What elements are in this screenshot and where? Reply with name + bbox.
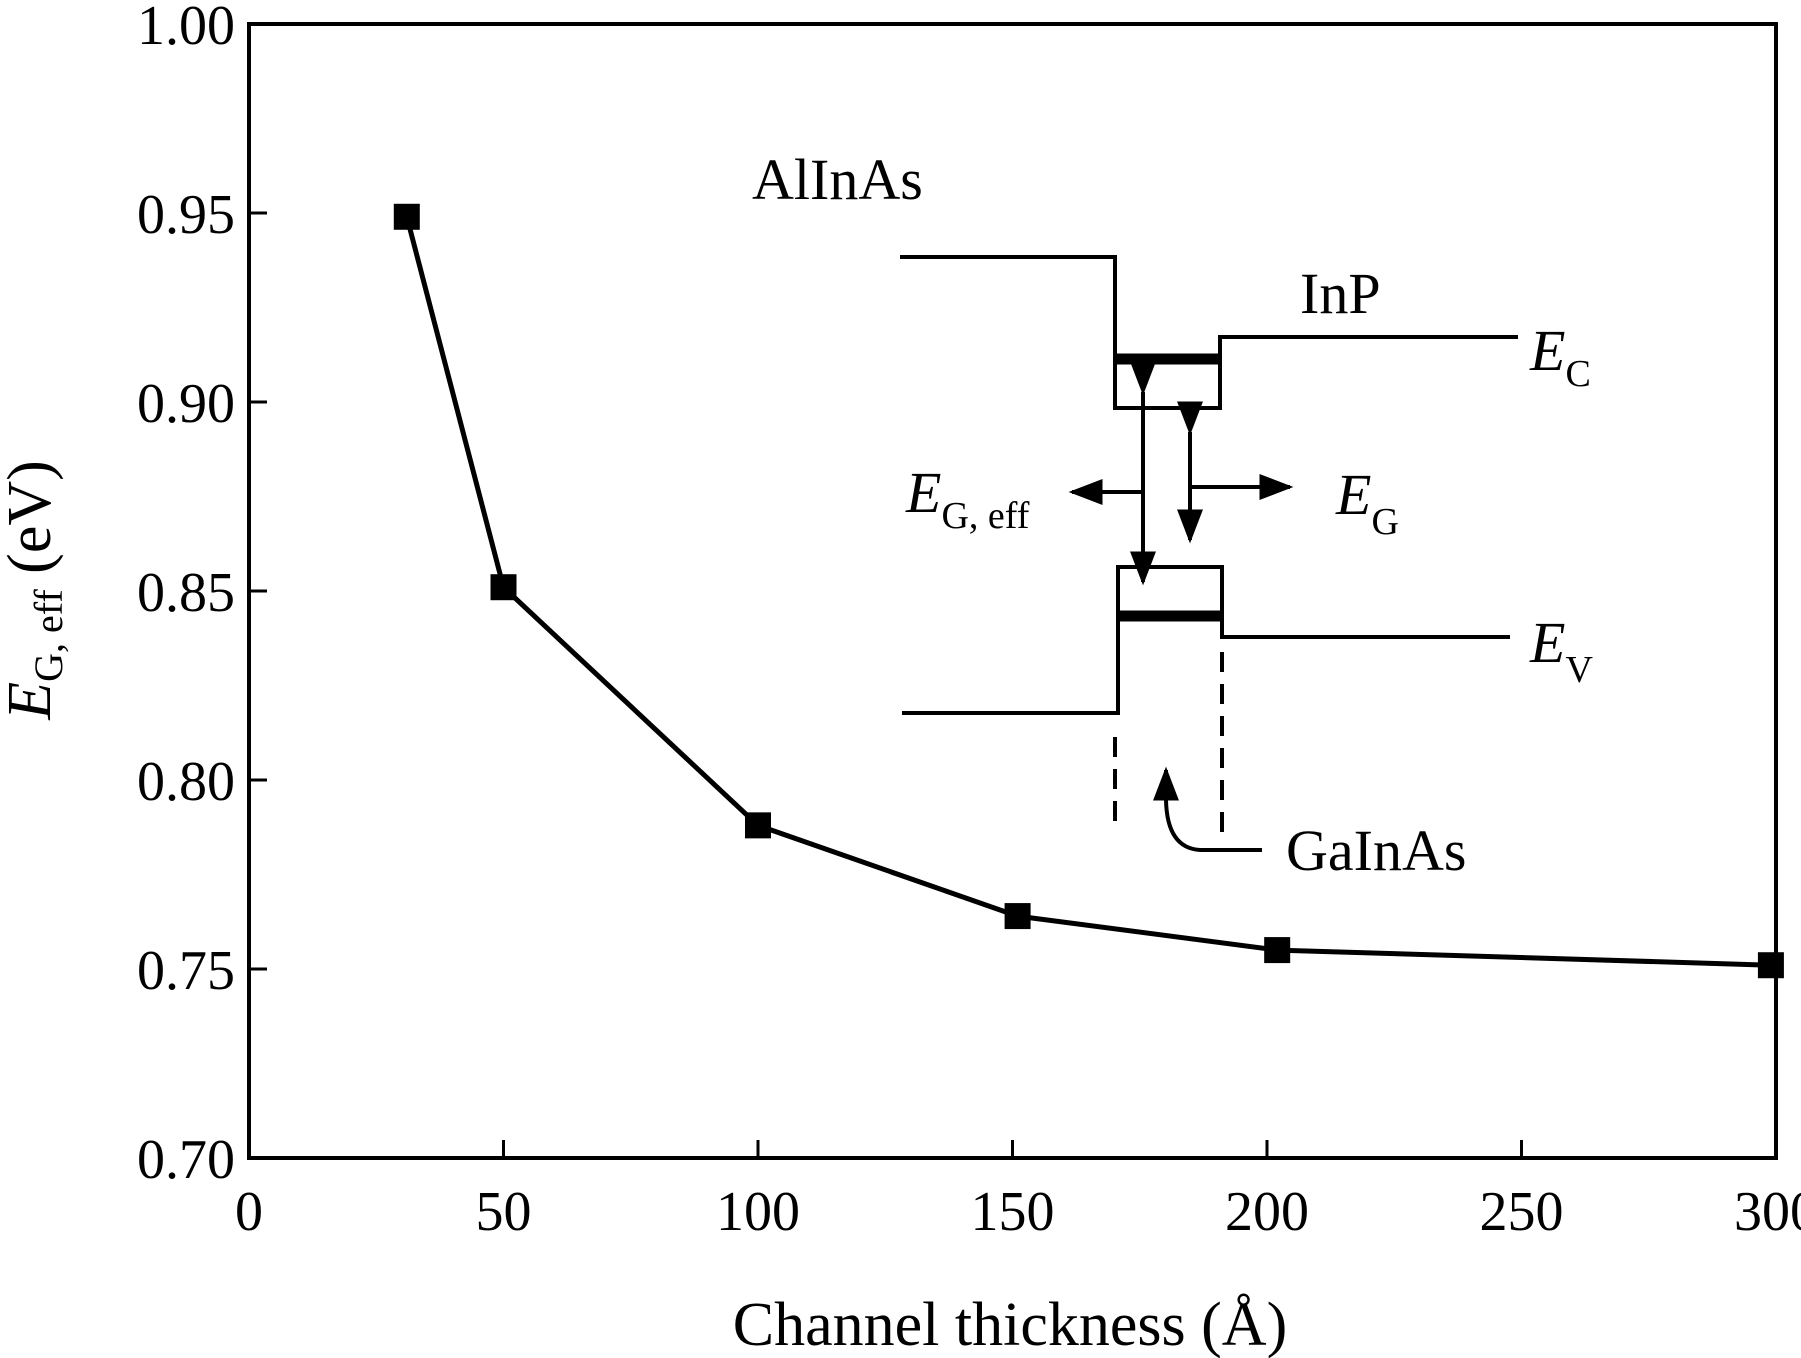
y-tick-label-6: 1.00	[137, 0, 235, 57]
y-axis-label-unit: (eV)	[0, 460, 64, 589]
eg-label-sub: G	[1371, 501, 1398, 543]
allinas-label: AlInAs	[752, 147, 923, 212]
plot-frame	[247, 22, 1778, 1160]
y-tick-label-1: 0.75	[137, 940, 235, 1002]
data-point-0-2	[745, 812, 771, 839]
ec-label: EC	[1529, 318, 1591, 395]
x-tick-label-6: 300	[1734, 1181, 1801, 1243]
gainas-pointer-arrow	[1153, 766, 1262, 852]
egeff-label-main: E	[905, 460, 941, 525]
ec-label-sub: C	[1565, 353, 1590, 395]
egeff-label: EG, eff	[905, 460, 1030, 537]
eg-label: EG	[1335, 462, 1399, 543]
data-point-0-5	[1757, 952, 1784, 979]
data-point-0-4	[1264, 937, 1291, 964]
y-axis-label: EG, eff (eV)	[0, 460, 71, 721]
y-tick-label-2: 0.80	[137, 751, 235, 813]
x-tick-label-5: 250	[1480, 1181, 1564, 1243]
y-axis-ticks: 0.70 0.75 0.80 0.85 0.90 0.95 1.00	[137, 0, 267, 1191]
x-tick-label-0: 0	[235, 1181, 263, 1243]
y-tick-label-4: 0.90	[137, 373, 235, 435]
x-tick-label-1: 50	[476, 1181, 532, 1243]
y-axis-label-sub: G, eff	[26, 589, 71, 682]
conduction-band-line	[900, 255, 1518, 410]
ev-label: EV	[1529, 610, 1593, 691]
y-axis-label-main: E	[0, 682, 64, 721]
valence-band-line	[902, 565, 1510, 715]
ec-label-main: E	[1529, 318, 1565, 383]
ev-label-sub: V	[1565, 649, 1593, 691]
x-axis-label: Channel thickness (Å)	[733, 1291, 1287, 1358]
y-tick-label-0: 0.70	[137, 1129, 235, 1191]
x-tick-label-2: 100	[716, 1181, 800, 1243]
gainas-label: GaInAs	[1286, 818, 1466, 883]
series-layer	[393, 203, 1784, 979]
egeff-label-sub: G, eff	[941, 495, 1029, 537]
data-point-0-3	[1004, 903, 1031, 930]
data-point-0-1	[490, 574, 517, 601]
x-tick-label-3: 150	[971, 1181, 1055, 1243]
eg-label-main: E	[1335, 462, 1371, 527]
x-tick-label-4: 200	[1225, 1181, 1309, 1243]
ev-label-main: E	[1529, 610, 1565, 675]
y-tick-label-3: 0.85	[137, 562, 235, 624]
series-line-0	[404, 216, 1771, 968]
inp-label: InP	[1300, 261, 1381, 326]
x-axis-ticks: 0 50 100 150 200 250 300	[235, 1140, 1801, 1243]
data-point-0-0	[393, 203, 420, 230]
band-diagram-inset	[900, 255, 1518, 852]
y-tick-label-5: 0.95	[137, 184, 235, 246]
